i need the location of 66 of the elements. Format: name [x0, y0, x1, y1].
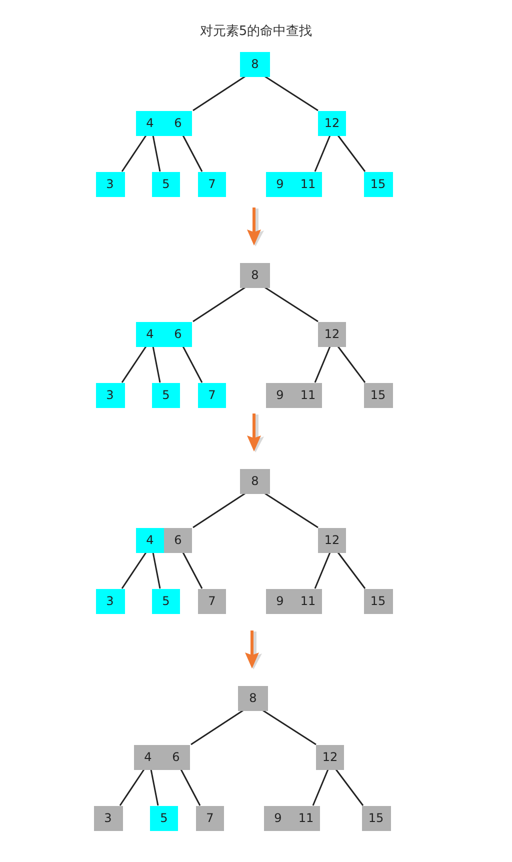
key-box: 12	[318, 322, 346, 346]
tree-edge	[121, 552, 147, 589]
key-box: 5	[152, 172, 180, 196]
key-box: 5	[150, 806, 178, 830]
key-box: 15	[364, 382, 392, 408]
tree-node	[136, 110, 192, 136]
tree-edge	[182, 346, 203, 383]
key-cell: 4	[136, 322, 164, 346]
tree-edge	[190, 710, 244, 746]
tree-edge	[335, 769, 364, 806]
tree-edge	[312, 769, 329, 806]
key-box: 8	[240, 52, 270, 76]
tree-edge	[152, 135, 161, 172]
key-cell: 11	[294, 172, 322, 196]
key-box: 15	[364, 588, 392, 614]
tree-edge	[119, 769, 145, 806]
tree-edge	[192, 492, 246, 528]
key-box: 12	[318, 528, 346, 552]
key-box: 8	[240, 468, 270, 494]
key-box: 8	[240, 262, 270, 288]
tree-edge	[180, 769, 201, 806]
tree-edge	[314, 346, 331, 383]
tree-node	[266, 172, 322, 196]
tree-edge	[152, 346, 161, 383]
tree-edge	[182, 135, 203, 172]
step-arrow	[247, 208, 264, 246]
key-box: 3	[94, 806, 122, 830]
key-cell: 4	[136, 528, 164, 552]
key-box: 12	[316, 744, 344, 770]
tree-edge	[314, 135, 331, 172]
step-arrow	[245, 630, 262, 670]
key-box: 5	[152, 588, 180, 614]
key-box: 7	[196, 806, 224, 830]
tree-edge	[264, 286, 318, 322]
key-cell: 9	[266, 172, 294, 196]
key-box: 3	[96, 382, 124, 408]
tree-edge	[150, 769, 159, 806]
key-box: 7	[198, 382, 226, 408]
tree-edge	[264, 492, 318, 528]
step-arrow	[247, 414, 264, 452]
tree-edge	[192, 286, 246, 322]
key-box: 15	[362, 806, 390, 830]
key-box: 3	[96, 172, 124, 196]
tree-node	[136, 322, 192, 346]
tree-edge	[192, 76, 246, 112]
key-box: 7	[198, 588, 226, 614]
key-cell: 6	[164, 322, 192, 346]
tree-edge	[152, 552, 161, 589]
tree-edge	[182, 552, 203, 589]
key-box: 5	[152, 382, 180, 408]
tree-edge	[337, 346, 366, 383]
tree-edge	[337, 135, 366, 172]
tree-edge	[121, 346, 147, 383]
tree-edge	[262, 710, 316, 746]
tree-edge	[337, 552, 366, 589]
key-box: 15	[364, 172, 392, 196]
key-cell: 6	[164, 110, 192, 136]
tree-edge	[121, 135, 147, 172]
tree-edge	[264, 76, 318, 112]
key-cell: 4	[136, 110, 164, 136]
key-box: 8	[238, 686, 268, 710]
key-box: 3	[96, 588, 124, 614]
key-box: 12	[318, 110, 346, 136]
key-box: 7	[198, 172, 226, 196]
title: 对元素5的命中查找	[198, 23, 314, 40]
tree-edge	[314, 552, 331, 589]
